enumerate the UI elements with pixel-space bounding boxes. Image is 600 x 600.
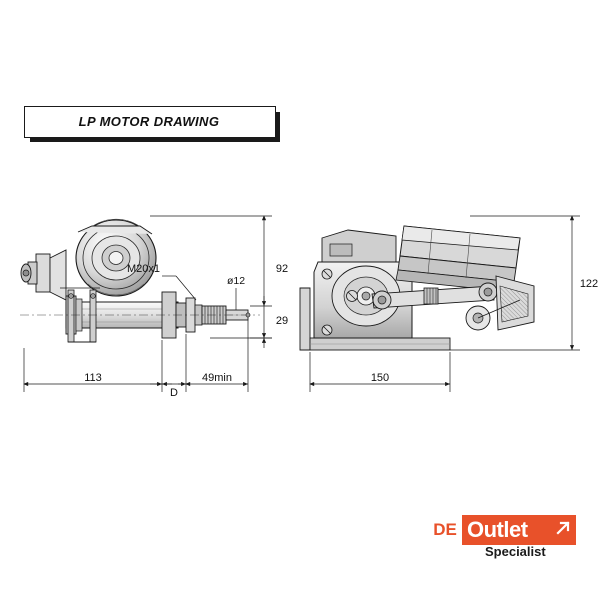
callout-diameter-12: ø12 — [227, 275, 245, 287]
title-block-label: LP MOTOR DRAWING — [78, 113, 220, 129]
dim-150: 150 — [371, 372, 389, 384]
dim-29: 29 — [276, 315, 288, 327]
dim-122: 122 — [580, 278, 598, 290]
right-view-dimensions — [309, 215, 580, 392]
callout-m20x1: M20x1 — [127, 263, 160, 275]
dim-D: D — [170, 387, 178, 399]
brand-logo: DE Outlet Specialist — [428, 513, 576, 561]
title-block-shadow-right — [275, 112, 280, 142]
bracket-straps — [60, 287, 100, 343]
logo-specialist-text: Specialist — [485, 544, 546, 559]
mounting-flange — [20, 249, 67, 301]
left-view-group: 92 29 113 D 49min M20x1 ø12 — [20, 215, 288, 399]
crank-plate — [465, 275, 535, 331]
dim-113: 113 — [84, 372, 102, 384]
title-block — [24, 106, 280, 142]
logo-de-text: DE — [433, 520, 457, 539]
logo-outlet-text: Outlet — [462, 515, 576, 545]
right-view-group: 122 150 — [299, 215, 598, 392]
logo-arrow-icon — [556, 521, 570, 535]
left-view-dimensions — [23, 215, 272, 392]
dim-49min: 49min — [202, 372, 232, 384]
connector-block — [321, 229, 397, 263]
dim-92: 92 — [276, 263, 288, 275]
motor-drum — [75, 218, 157, 297]
title-block-shadow-bottom — [30, 137, 280, 142]
